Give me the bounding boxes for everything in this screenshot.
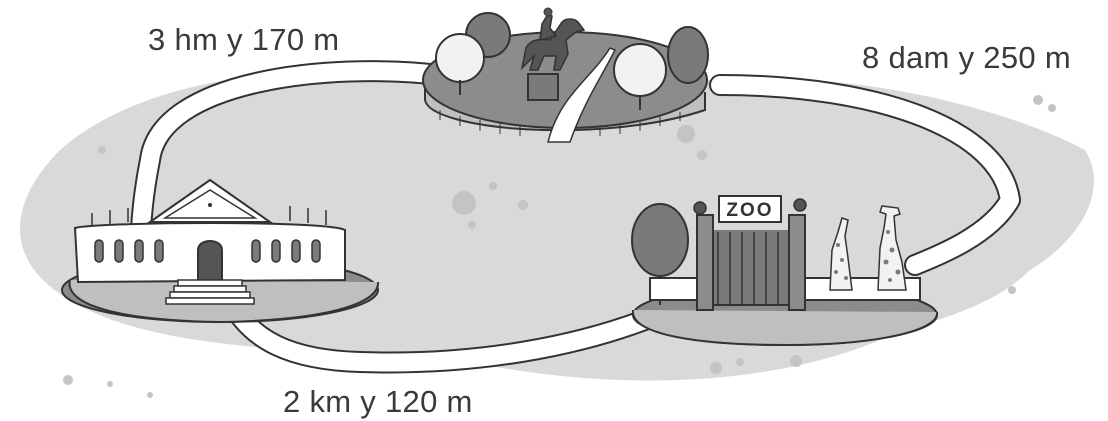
zoo-sign-text: ZOO (726, 200, 773, 221)
rider-icon (539, 13, 558, 41)
tree-dark-icon (631, 203, 689, 277)
horse-statue-icon (520, 18, 586, 71)
museum-door (197, 240, 223, 283)
ground-speckles (63, 95, 1056, 398)
zoo-sign-board (718, 195, 782, 223)
path-loop (129, 60, 1021, 374)
tree-dark-icon (667, 26, 709, 84)
tree-light-icon (435, 33, 485, 83)
distance-label-plaza-museum: 3 hm y 170 m (148, 22, 340, 57)
giraffe-icon (829, 217, 853, 291)
zoo: ZOO (631, 195, 939, 347)
museum (61, 178, 380, 324)
tree-light-icon (613, 43, 667, 97)
museum-stairs (165, 279, 255, 305)
distance-label-plaza-zoo: 8 dam y 250 m (862, 40, 1071, 75)
giraffe-icon (877, 205, 907, 291)
distance-label-museum-zoo: 2 km y 120 m (283, 384, 473, 419)
plaza (422, 7, 709, 143)
statue-pedestal (527, 73, 559, 101)
